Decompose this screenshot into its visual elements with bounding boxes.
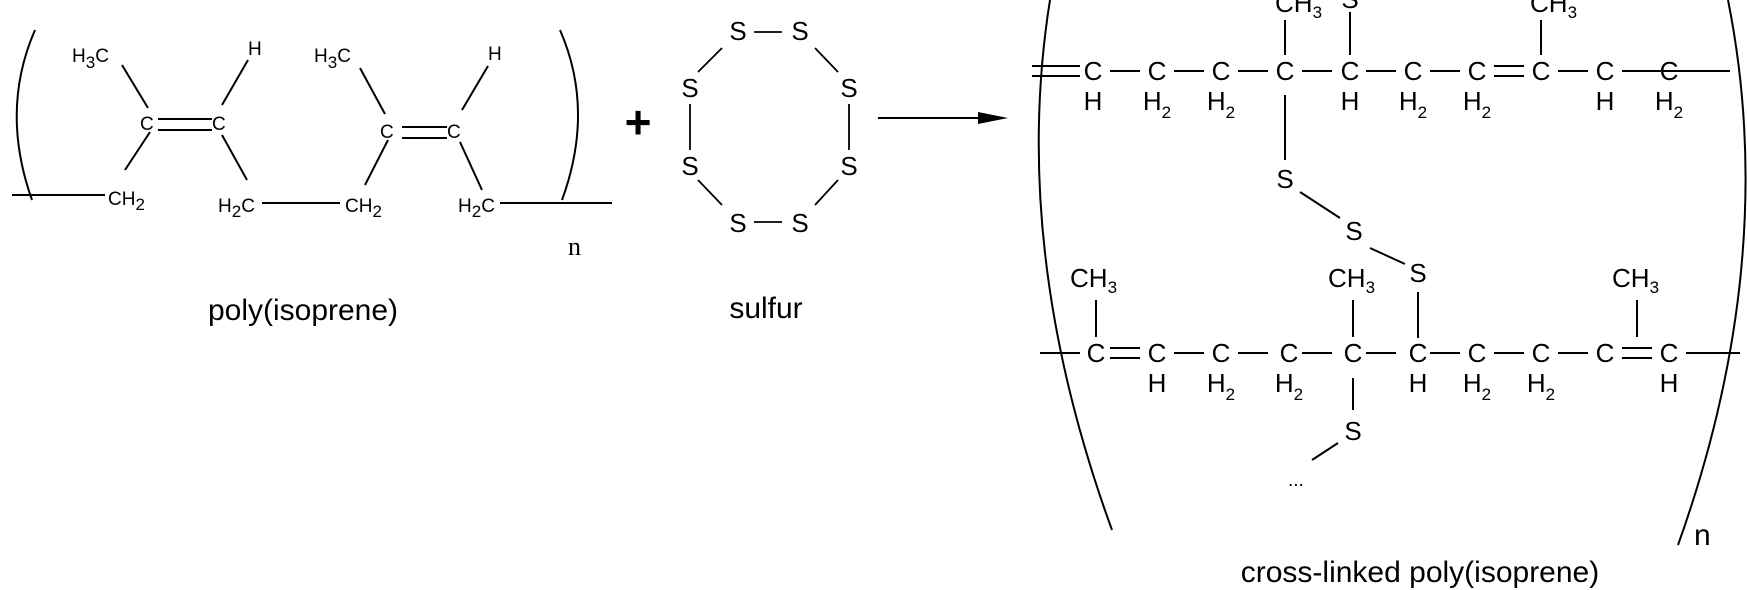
atom-label: C [1084, 56, 1103, 86]
atom-label: C [1409, 338, 1428, 368]
atom-label: CH3 [1275, 0, 1322, 22]
atom-label: S [1344, 416, 1361, 446]
ch2-label: CH2 [345, 196, 382, 221]
c-label: C [212, 114, 226, 135]
atom-label: H2 [1463, 86, 1491, 122]
bond-line [1311, 442, 1339, 461]
atom-label: C [1468, 338, 1487, 368]
h-label: H [488, 44, 502, 65]
atom-label: C [1212, 338, 1231, 368]
sulfur-atom: S [729, 208, 746, 238]
h-label: H [248, 39, 262, 60]
atom-label: H2 [1399, 86, 1427, 122]
atom-label: H [1084, 86, 1103, 116]
repeat-n-label: n [568, 232, 581, 261]
h3c-label: H3C [314, 46, 351, 72]
atom-label: CH3 [1530, 0, 1577, 22]
c-label: C [140, 114, 154, 135]
s-s-bond [814, 179, 839, 206]
atom-label: C [1280, 338, 1299, 368]
ellipsis: ... [1288, 470, 1304, 491]
atom-label: C [1344, 338, 1363, 368]
repeat-n-label: n [1694, 519, 1711, 552]
atom-label: C [1276, 56, 1295, 86]
atom-label: C [1468, 56, 1487, 86]
atom-label: C [1532, 338, 1551, 368]
atom-label: C [1087, 338, 1106, 368]
h-bond [221, 59, 249, 106]
s-s-bond [697, 179, 723, 206]
atom-label: H2 [1527, 368, 1555, 404]
atom-label: S [1276, 164, 1293, 194]
sulfur-atom: S [681, 73, 698, 103]
sulfur-atom: S [681, 151, 698, 181]
atom-label: H2 [1655, 86, 1683, 122]
polyisoprene-caption: poly(isoprene) [208, 294, 398, 327]
atom-label: H2 [1143, 86, 1171, 122]
chain-bond [364, 139, 389, 186]
s-s-bond [814, 47, 839, 73]
atom-label: H [1148, 368, 1167, 398]
plus-sign: + [625, 96, 652, 148]
chain-bond [221, 134, 248, 181]
right-parenthesis [1677, 0, 1747, 546]
chain-bond [459, 141, 483, 191]
atom-label: H [1660, 368, 1679, 398]
polyisoprene-structure: H3C H C C CH2 H2C H3C H C C CH2 H2C n po… [12, 29, 612, 327]
atom-label: CH3 [1070, 263, 1117, 297]
bond-line [1369, 247, 1406, 265]
atom-label: C [1212, 56, 1231, 86]
atom-label: H2 [1463, 368, 1491, 404]
sulfur-caption: sulfur [729, 292, 802, 325]
sulfur-atom: S [791, 16, 808, 46]
atom-label: C [1660, 56, 1679, 86]
atom-label: CH3 [1612, 263, 1659, 297]
sulfur-atom: S [840, 151, 857, 181]
atom-label: S [1345, 216, 1362, 246]
reaction-arrow [878, 112, 1008, 124]
atom-label: C [1404, 56, 1423, 86]
atom-label: C [1596, 56, 1615, 86]
h3c-label: H3C [72, 46, 109, 72]
ch2-label: CH2 [108, 189, 145, 214]
left-parenthesis [15, 29, 36, 201]
atom-label: C [1532, 56, 1551, 86]
c-label: C [447, 122, 461, 143]
s-s-bond [697, 47, 723, 73]
h2c-label: H2C [218, 196, 255, 221]
atom-label: H2 [1275, 368, 1303, 404]
atom-label: S [1409, 258, 1426, 288]
bond-line [1299, 191, 1341, 219]
atom-label: H2 [1207, 86, 1235, 122]
methyl-bond [359, 67, 386, 115]
atom-label: H2 [1207, 368, 1235, 404]
chain-bond [124, 131, 151, 171]
left-parenthesis [1037, 0, 1113, 531]
atom-label: C [1596, 338, 1615, 368]
atom-label: CH3 [1328, 263, 1375, 297]
sulfur-atom: S [840, 73, 857, 103]
sulfur-atom: S [729, 16, 746, 46]
atom-label: H [1341, 86, 1360, 116]
atom-label: H [1596, 86, 1615, 116]
methyl-bond [121, 64, 149, 109]
right-parenthesis [559, 29, 579, 201]
h2c-label: H2C [458, 196, 495, 221]
atom-label: H [1409, 368, 1428, 398]
atom-label: C [1660, 338, 1679, 368]
sulfur-atom: S [791, 208, 808, 238]
c-label: C [380, 122, 394, 143]
arrow-part [978, 112, 1008, 124]
h-bond [461, 65, 489, 111]
sulfur-ring: S S S S S S S S sulfur [681, 16, 857, 325]
atom-label: S [1341, 0, 1358, 14]
crosslinked-structure: C H C H2 C H2 C CH3 C S H C H2 C H2 C CH… [1032, 0, 1747, 589]
atom-label: C [1148, 338, 1167, 368]
atom-label: C [1341, 56, 1360, 86]
crosslinked-caption: cross-linked poly(isoprene) [1241, 556, 1599, 589]
atom-label: C [1148, 56, 1167, 86]
